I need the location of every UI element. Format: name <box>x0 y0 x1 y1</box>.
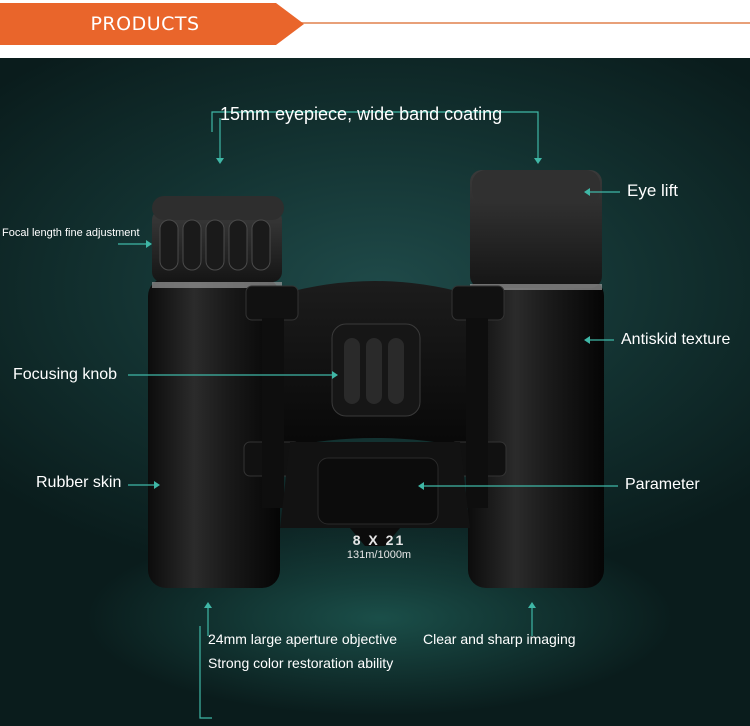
right-silver-band <box>470 284 602 290</box>
callout-arrows <box>146 158 590 608</box>
callout-focal-adjust: Focal length fine adjustment <box>2 227 140 239</box>
callout-focusing-knob: Focusing knob <box>13 366 118 383</box>
right-barrel <box>468 170 604 588</box>
focusing-knob <box>331 323 421 417</box>
products-banner <box>0 3 304 45</box>
left-barrel <box>148 196 284 588</box>
callout-lines <box>118 111 620 719</box>
left-silver-band <box>152 282 282 288</box>
callout-antiskid: Antiskid texture <box>621 331 731 348</box>
callout-eyepiece: 15mm eyepiece, wide band coating <box>220 104 503 124</box>
binoculars-illustration <box>118 111 620 719</box>
callout-color-restore: Strong color restoration ability <box>208 655 394 671</box>
callout-parameter: Parameter <box>625 476 700 493</box>
magnification-text: 8 X 21 <box>352 532 406 548</box>
product-showcase: 8 X 21 131m/1000m 15mm eyepiece, wide ba… <box>0 58 750 726</box>
callout-eye-lift: Eye lift <box>627 181 679 200</box>
callout-rubber-skin: Rubber skin <box>36 474 122 491</box>
field-of-view-text: 131m/1000m <box>346 549 412 561</box>
parameter-plate <box>317 457 439 525</box>
callout-aperture: 24mm large aperture objective <box>208 631 398 647</box>
products-title: PRODUCTS <box>90 13 200 35</box>
callout-sharp-imaging: Clear and sharp imaging <box>423 631 576 647</box>
header-divider <box>0 22 750 24</box>
